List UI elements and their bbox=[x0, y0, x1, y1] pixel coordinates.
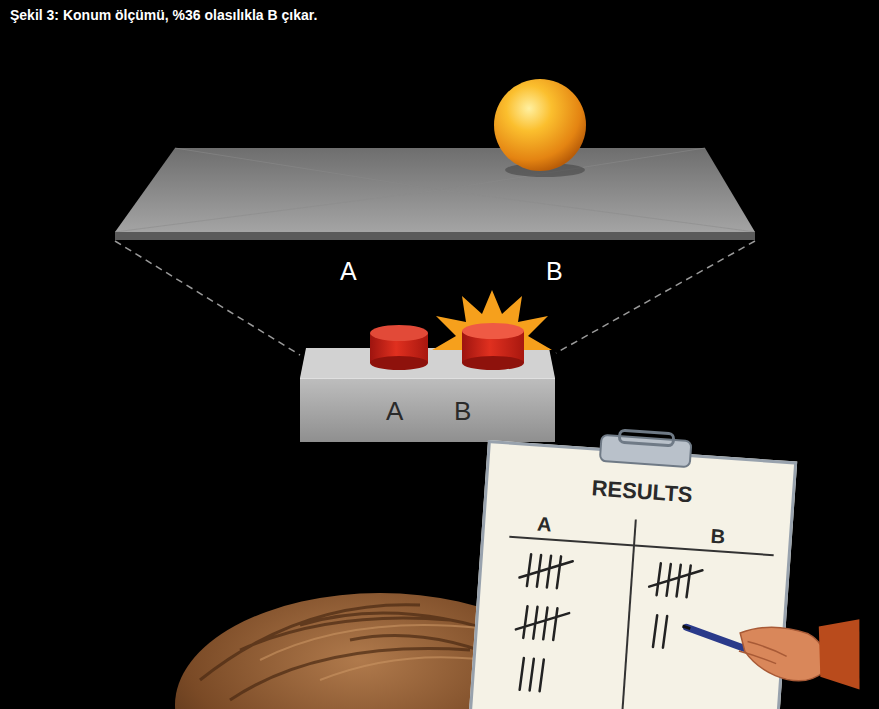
table-heading: RESULTS bbox=[591, 476, 693, 507]
figure-caption: Şekil 3: Konum ölçümü, %36 olasılıkla B … bbox=[10, 7, 317, 23]
projection-line bbox=[556, 241, 755, 353]
table-column-head: B bbox=[710, 525, 726, 548]
ball bbox=[494, 79, 586, 171]
detector-box: AB bbox=[300, 378, 555, 442]
button-label: A bbox=[386, 397, 403, 426]
position-label: A bbox=[340, 258, 357, 286]
button-label: B bbox=[454, 397, 471, 426]
table-column-head: A bbox=[537, 513, 553, 536]
results-clipboard: RESULTS A B bbox=[467, 440, 797, 709]
projection-line bbox=[115, 241, 300, 355]
plate bbox=[115, 148, 755, 232]
position-label: B bbox=[546, 258, 563, 286]
